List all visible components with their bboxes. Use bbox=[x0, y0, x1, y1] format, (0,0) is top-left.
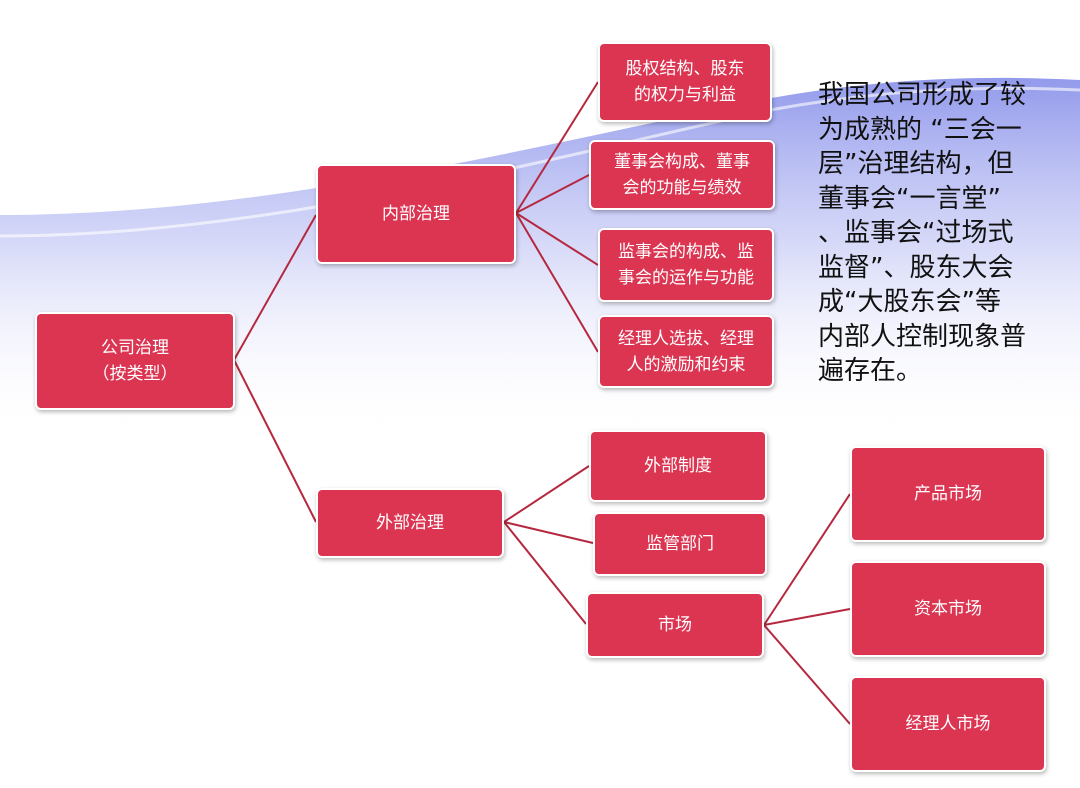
connector-root-external bbox=[233, 359, 317, 523]
connector-market-3 bbox=[763, 624, 851, 725]
internal-child-line1: 股权结构、股东 bbox=[625, 59, 745, 79]
connector-market-2 bbox=[763, 608, 851, 626]
internal-child-node: 股权结构、股东 的权力与利益 bbox=[598, 42, 772, 122]
commentary-line: 为成熟的 “三会一 bbox=[818, 114, 1022, 145]
commentary-line: 我国公司形成了较 bbox=[818, 80, 1027, 110]
connector-internal-child-4 bbox=[515, 212, 599, 353]
root-node-line2: （按类型） bbox=[92, 364, 178, 384]
internal-child-line1: 董事会构成、董事 bbox=[614, 152, 750, 172]
connector-internal-child-2 bbox=[515, 174, 590, 214]
commentary-text: 我国公司形成了较 为成熟的 “三会一 层”治理结构，但 董事会“一言堂” 、监事… bbox=[818, 78, 1050, 389]
commentary-line: 遍存在。 bbox=[818, 356, 923, 386]
connector-market-1 bbox=[763, 493, 851, 626]
internal-child-node: 董事会构成、董事 会的功能与绩效 bbox=[589, 140, 775, 210]
external-governance-label: 外部治理 bbox=[376, 513, 444, 533]
commentary-line: 内部人控制现象普 bbox=[818, 321, 1027, 352]
internal-child-node: 经理人选拔、经理 人的激励和约束 bbox=[598, 315, 774, 388]
commentary-line: 监督”、股东大会 bbox=[818, 252, 1014, 283]
external-governance-node: 外部治理 bbox=[316, 488, 504, 558]
connector-internal-child-3 bbox=[515, 212, 599, 266]
connector-external-child-2 bbox=[503, 521, 594, 544]
market-label: 产品市场 bbox=[914, 484, 982, 504]
external-child-label: 外部制度 bbox=[644, 456, 712, 476]
root-node: 公司治理 （按类型） bbox=[35, 312, 235, 410]
commentary-line: 董事会“一言堂” bbox=[818, 183, 1001, 214]
internal-governance-label: 内部治理 bbox=[382, 204, 450, 224]
root-node-line1: 公司治理 bbox=[101, 338, 169, 358]
internal-child-line1: 监事会的构成、监 bbox=[618, 242, 754, 262]
internal-child-line1: 经理人选拔、经理 bbox=[618, 328, 754, 349]
connector-external-child-3 bbox=[503, 521, 587, 625]
internal-child-line2: 的权力与利益 bbox=[634, 85, 736, 105]
market-node: 产品市场 bbox=[850, 446, 1046, 542]
internal-child-line2: 人的激励和约束 bbox=[626, 354, 746, 375]
market-node: 经理人市场 bbox=[850, 676, 1046, 772]
commentary-line: 成“大股东会”等 bbox=[818, 287, 1001, 317]
external-child-node: 外部制度 bbox=[589, 430, 767, 502]
internal-child-line2: 事会的运作与功能 bbox=[618, 268, 754, 288]
external-child-label: 监管部门 bbox=[646, 534, 714, 554]
internal-child-node: 监事会的构成、监 事会的运作与功能 bbox=[598, 228, 774, 302]
market-label: 经理人市场 bbox=[905, 714, 991, 734]
connector-external-child-1 bbox=[503, 465, 590, 523]
internal-governance-node: 内部治理 bbox=[316, 164, 516, 264]
connector-internal-child-1 bbox=[515, 81, 599, 214]
external-child-node: 监管部门 bbox=[593, 512, 767, 576]
commentary-line: 层”治理结构，但 bbox=[818, 149, 1014, 179]
market-node: 资本市场 bbox=[850, 561, 1046, 657]
market-label: 资本市场 bbox=[914, 599, 982, 619]
commentary-line: 、监事会“过场式 bbox=[818, 218, 1014, 248]
external-child-label: 市场 bbox=[658, 615, 692, 635]
connector-root-internal bbox=[233, 214, 317, 361]
internal-child-line2: 会的功能与绩效 bbox=[622, 178, 742, 198]
external-child-node: 市场 bbox=[586, 592, 764, 658]
